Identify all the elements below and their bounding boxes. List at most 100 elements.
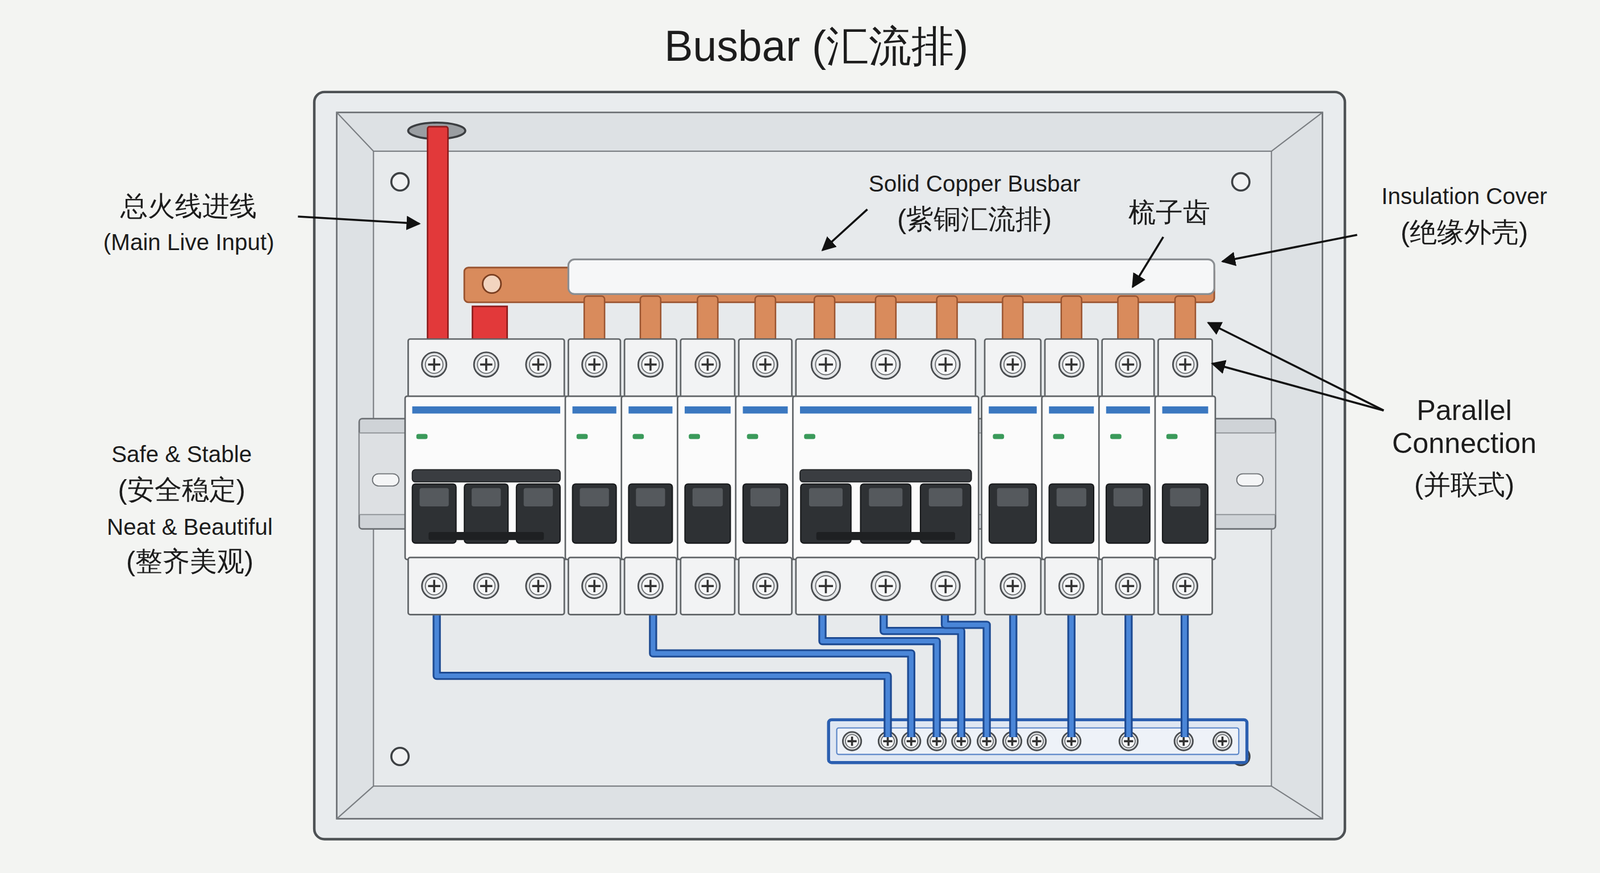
terminal-screw	[473, 573, 499, 599]
label-cn: (安全稳定)	[118, 473, 246, 506]
breaker-stripe	[1048, 406, 1094, 414]
breaker-indicator	[1052, 434, 1065, 440]
neutral-wire	[1010, 612, 1016, 737]
neutral-wire	[944, 612, 987, 737]
circuit-breaker	[735, 338, 795, 615]
breaker-indicator	[803, 434, 816, 440]
breaker-toggle	[684, 484, 731, 544]
terminal-screw	[695, 352, 720, 377]
breaker-body	[1098, 396, 1157, 560]
circuit-breaker	[1155, 338, 1216, 615]
breaker-bottom-terminals	[1157, 557, 1212, 615]
breaker-bottom-terminals	[1044, 557, 1098, 615]
neutral-wire	[652, 612, 911, 737]
breaker-toggle	[1162, 484, 1208, 544]
comb-tooth	[1002, 296, 1023, 344]
toggle-highlight	[692, 488, 723, 507]
terminal-screw	[1059, 573, 1084, 599]
circuit-breaker	[981, 338, 1045, 615]
breaker-stripe	[988, 406, 1037, 414]
enclosure-frame	[314, 92, 1345, 840]
toggle-highlight	[471, 488, 501, 507]
breaker-top-terminals	[1157, 338, 1212, 398]
toggle-tie-bar	[428, 531, 544, 540]
live-wire-stub	[472, 306, 508, 344]
label-cn: (绝缘外壳)	[1400, 217, 1528, 249]
breaker-top-terminals	[680, 338, 735, 398]
label-cn: 总火线进线	[120, 190, 257, 223]
breaker-stripe	[412, 406, 561, 414]
toggle-highlight	[419, 488, 449, 507]
insulation-cover	[568, 259, 1215, 294]
label-en: Parallel Connection	[1367, 393, 1562, 460]
breaker-body	[565, 396, 624, 560]
terminal-screw	[1000, 573, 1025, 599]
neutral-wire-outline	[1180, 612, 1189, 737]
comb-tooth	[875, 296, 897, 344]
comb-tooth	[640, 296, 661, 344]
breaker-indicator	[632, 434, 644, 440]
terminal-screw	[752, 573, 778, 599]
busbar-hole	[482, 274, 501, 293]
breaker-toggle	[1106, 484, 1150, 544]
neutral-wires	[436, 612, 1185, 737]
toggle-highlight	[750, 488, 781, 507]
breaker-top-terminals	[624, 338, 677, 398]
label-cn: 梳子齿	[1128, 196, 1211, 229]
breaker-stripe	[1162, 406, 1209, 414]
breaker-bottom-terminals	[407, 557, 565, 615]
comb-tooth	[755, 296, 776, 344]
terminal-screw	[422, 352, 447, 377]
toggle-highlight	[523, 488, 553, 507]
toggle-highlight	[635, 488, 665, 507]
breaker-bottom-terminals	[680, 557, 735, 615]
terminal-screw	[526, 352, 551, 377]
live-wire	[427, 126, 448, 344]
terminal-screw	[1059, 352, 1084, 377]
terminal-screw	[638, 573, 663, 599]
toggle-highlight	[928, 488, 963, 507]
neutral-wire	[1182, 612, 1187, 737]
label-cn: (紫铜汇流排)	[897, 203, 1052, 236]
breaker-bottom-terminals	[624, 557, 677, 615]
breaker-indicator	[1166, 434, 1178, 440]
terminal-screw	[582, 573, 607, 599]
terminal-screw	[871, 350, 900, 379]
toggle-highlight	[1056, 488, 1087, 507]
comb-tooth	[697, 296, 719, 344]
breaker-top-terminals	[984, 338, 1041, 398]
breaker-body	[621, 396, 680, 560]
breaker-toggle	[989, 484, 1037, 544]
bevel-lines	[336, 112, 1323, 819]
breaker-bottom-terminals	[568, 557, 621, 615]
breaker-stripe	[684, 406, 731, 414]
mounting-hole	[391, 173, 410, 191]
breaker-indicator	[747, 434, 759, 440]
breakers	[405, 338, 1216, 615]
circuit-breaker	[792, 338, 979, 615]
terminal-screw	[1027, 731, 1046, 750]
circuit-breaker	[565, 338, 624, 615]
neutral-wire-outline	[1067, 612, 1076, 737]
leader-arrow	[297, 216, 420, 224]
enclosure-back	[336, 112, 1323, 819]
breaker-body	[405, 396, 568, 560]
leader-arrow	[822, 209, 868, 250]
comb-tooth	[936, 296, 958, 344]
circuit-breaker	[677, 338, 738, 615]
neutral-wire-outline	[1009, 612, 1018, 737]
breaker-bottom-terminals	[738, 557, 792, 615]
rail-slot	[1236, 473, 1264, 487]
label-en: Neat & Beautiful	[106, 513, 273, 540]
toggle-highlight	[579, 488, 609, 507]
toggle-highlight	[1169, 488, 1200, 507]
terminal-screw	[1115, 573, 1141, 599]
terminal-screw	[1213, 731, 1232, 750]
breaker-top-terminals	[1044, 338, 1098, 398]
terminal-screw	[1000, 352, 1025, 377]
breaker-body	[981, 396, 1045, 560]
breaker-stripe	[800, 406, 972, 414]
comb-tooth	[1175, 296, 1196, 344]
